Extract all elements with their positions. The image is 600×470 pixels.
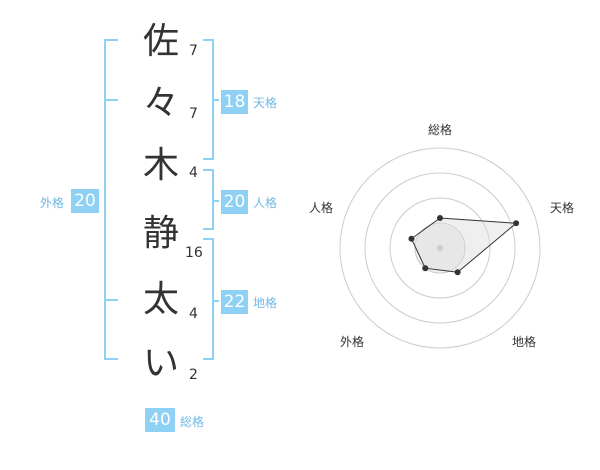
- name-char-6: い: [142, 343, 179, 384]
- radar-label-tenkaku: 天格: [550, 201, 575, 215]
- gaikaku-label: 外格: [40, 196, 65, 210]
- brackets: [104, 39, 219, 360]
- name-char-3: 木: [142, 145, 179, 186]
- radar-center: [437, 245, 443, 251]
- radar-ring: [389, 197, 491, 299]
- radar-point: [513, 220, 520, 227]
- stroke-count-1: 7: [189, 43, 198, 59]
- name-char-2: 々: [142, 83, 179, 124]
- tenkaku-label: 天格: [253, 96, 278, 110]
- radar-point: [422, 265, 429, 272]
- stroke-count-6: 2: [189, 367, 198, 383]
- name-char-4: 静: [142, 213, 179, 254]
- radar-label-gaikaku: 外格: [340, 335, 365, 349]
- soukaku-label: 総格: [180, 415, 205, 429]
- soukaku-value: 40: [145, 408, 175, 432]
- chikaku-value: 22: [221, 290, 248, 314]
- radar-point: [408, 235, 415, 242]
- radar-label-jinkaku: 人格: [309, 201, 334, 215]
- stroke-count-2: 7: [189, 106, 198, 122]
- radar-label-soukaku: 総格: [428, 123, 453, 137]
- jinkaku-label: 人格: [253, 196, 278, 210]
- radar-ring: [364, 172, 516, 324]
- gaikaku-bracket: [104, 39, 118, 360]
- tenkaku-bracket: [203, 39, 219, 160]
- gaikaku-value: 20: [71, 189, 99, 213]
- radar-chart: [339, 147, 541, 349]
- name-char-5: 太: [142, 279, 179, 320]
- chikaku-label: 地格: [253, 296, 278, 310]
- radar-polygon: [410, 217, 518, 273]
- radar-point: [437, 215, 443, 221]
- chikaku-bracket: [203, 238, 219, 360]
- jinkaku-value: 20: [221, 190, 248, 214]
- stroke-count-4: 16: [185, 245, 203, 261]
- stroke-count-3: 4: [189, 165, 198, 181]
- tenkaku-value: 18: [221, 90, 248, 114]
- stroke-count-5: 4: [189, 306, 198, 322]
- radar-label-chikaku: 地格: [512, 335, 537, 349]
- jinkaku-bracket: [203, 169, 219, 230]
- radar-ring: [339, 147, 541, 349]
- radar-point: [454, 269, 461, 276]
- name-char-1: 佐: [142, 21, 179, 62]
